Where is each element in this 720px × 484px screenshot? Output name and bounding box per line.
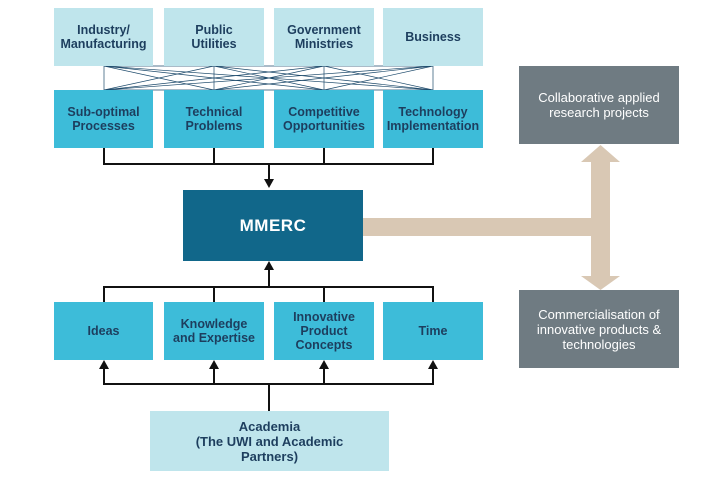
output-box-research: Collaborative applied research projects (519, 66, 679, 144)
output-connector (362, 145, 620, 290)
academia-bracket (103, 368, 434, 411)
top-box-business: Business (383, 8, 483, 66)
top-box-utilities: Public Utilities (164, 8, 264, 66)
input-box-ideas: Ideas (54, 302, 153, 360)
input-box-knowledge: Knowledge and Expertise (164, 302, 264, 360)
input-bracket (103, 268, 434, 302)
arrow-up-to-mmerc (264, 261, 274, 270)
top-box-industry: Industry/ Manufacturing (54, 8, 153, 66)
problem-box-technology: Technology Implementation (383, 90, 483, 148)
academia-box: Academia (The UWI and Academic Partners) (150, 411, 389, 471)
arrow-up-time (428, 360, 438, 369)
problem-bracket (103, 148, 434, 180)
problem-box-competitive: Competitive Opportunities (274, 90, 374, 148)
arrow-up-knowledge (209, 360, 219, 369)
problem-box-technical: Technical Problems (164, 90, 264, 148)
mmerc-box: MMERC (183, 190, 363, 261)
output-box-commercialisation: Commercialisation of innovative products… (519, 290, 679, 368)
top-box-ministries: Government Ministries (274, 8, 374, 66)
problem-box-suboptimal: Sub-optimal Processes (54, 90, 153, 148)
input-box-time: Time (383, 302, 483, 360)
arrow-down-to-mmerc (264, 179, 274, 188)
arrow-up-ideas (99, 360, 109, 369)
input-box-concepts: Innovative Product Concepts (274, 302, 374, 360)
arrow-up-research (581, 145, 620, 162)
arrow-up-concepts (319, 360, 329, 369)
many-to-many-connections (103, 65, 434, 91)
arrow-down-commercialisation (581, 276, 620, 290)
